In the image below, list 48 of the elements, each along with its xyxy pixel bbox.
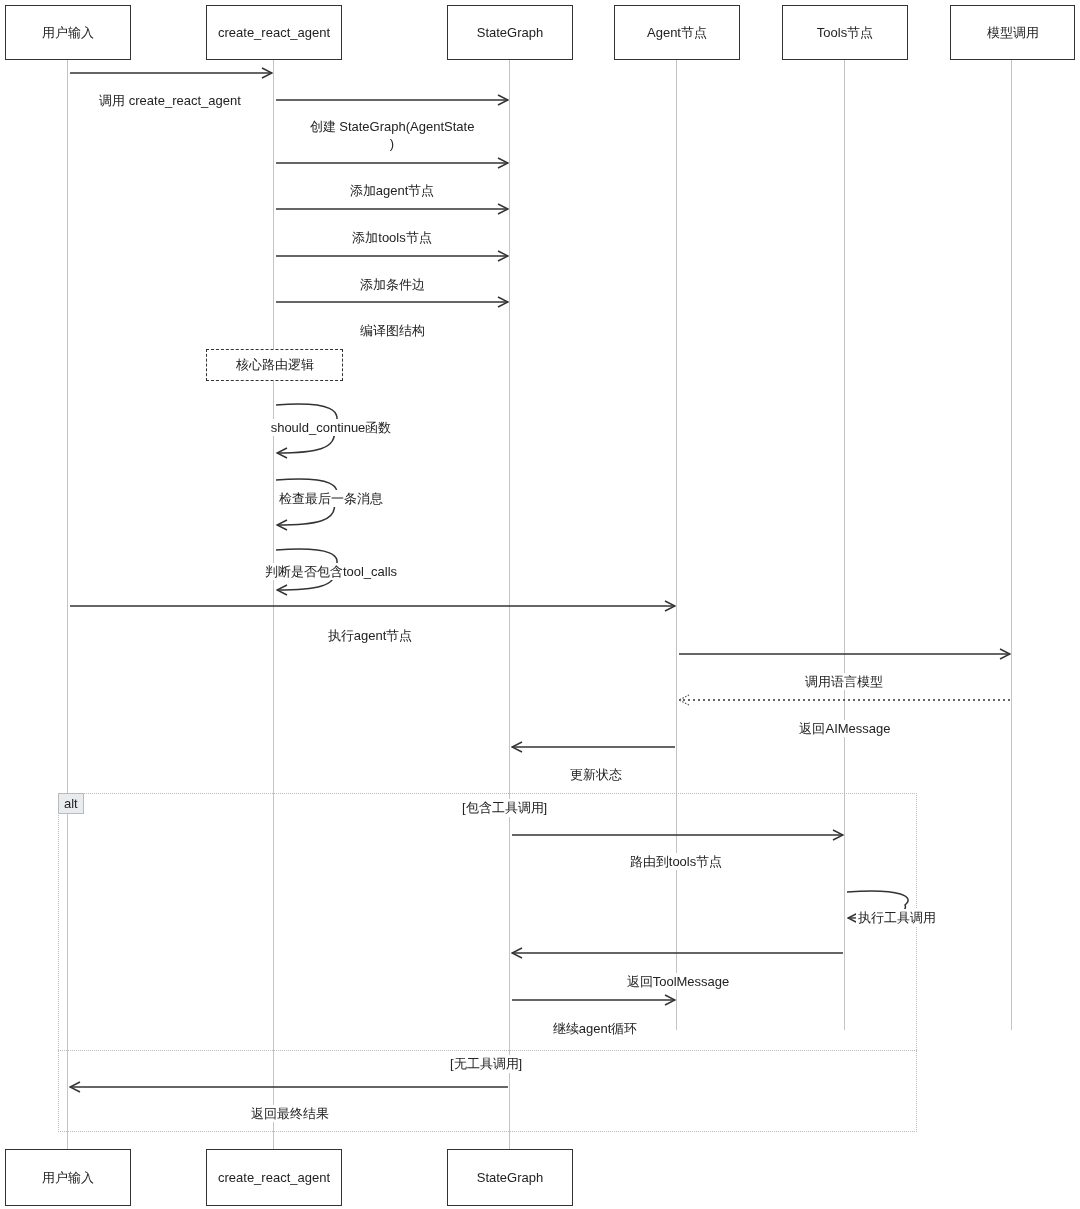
message-arrow: [678, 648, 1011, 660]
message-arrow: [275, 296, 509, 308]
message-arrow: [275, 203, 509, 215]
guard-condition: [包含工具调用]: [462, 799, 548, 817]
self-message-arrow: [275, 478, 338, 531]
participant-box: 用户输入: [5, 1149, 131, 1206]
message-label: 返回ToolMessage: [624, 973, 732, 990]
message-arrow: [511, 829, 844, 841]
message-label: 检查最后一条消息: [277, 490, 385, 507]
self-message-arrow: [275, 548, 338, 596]
message-arrow: [511, 947, 844, 959]
note-box: 核心路由逻辑: [206, 349, 343, 381]
message-label: 返回最终结果: [249, 1105, 331, 1122]
message-label: 编译图结构: [357, 322, 427, 339]
message-arrow: [275, 157, 509, 169]
message-label: 判断是否包含tool_calls: [262, 563, 400, 580]
message-label: 添加条件边: [357, 276, 427, 293]
participant-box: Tools节点: [782, 5, 908, 60]
message-label: 添加agent节点: [347, 182, 437, 199]
message-arrow: [275, 250, 509, 262]
message-arrow: [69, 1081, 509, 1093]
participant-box: 模型调用: [950, 5, 1075, 60]
participant-box: Agent节点: [614, 5, 740, 60]
fragment-tag: alt: [58, 793, 84, 814]
lifeline: [273, 60, 276, 349]
message-label: 继续agent循环: [550, 1020, 640, 1037]
message-arrow: [69, 67, 273, 79]
message-label: 执行agent节点: [325, 627, 415, 644]
message-label: 执行工具调用: [856, 909, 938, 926]
message-label: 路由到tools节点: [627, 853, 725, 870]
participant-box: StateGraph: [447, 5, 573, 60]
message-arrow: [275, 94, 509, 106]
message-arrow: [678, 694, 1011, 706]
message-label: 更新状态: [568, 766, 624, 783]
lifeline: [1011, 60, 1014, 1030]
message-label: 调用语言模型: [803, 673, 885, 690]
message-arrow: [511, 994, 676, 1006]
message-label: should_continue函数: [268, 419, 394, 436]
participant-box: 用户输入: [5, 5, 131, 60]
participant-box: create_react_agent: [206, 5, 342, 60]
guard-condition: [无工具调用]: [450, 1055, 523, 1073]
participant-box: StateGraph: [447, 1149, 573, 1206]
message-arrow: [511, 741, 676, 753]
message-label: 添加tools节点: [350, 229, 434, 246]
message-arrow: [69, 600, 676, 612]
self-message-arrow: [275, 403, 338, 459]
message-label: 返回AIMessage: [797, 720, 893, 737]
participant-box: create_react_agent: [206, 1149, 342, 1206]
